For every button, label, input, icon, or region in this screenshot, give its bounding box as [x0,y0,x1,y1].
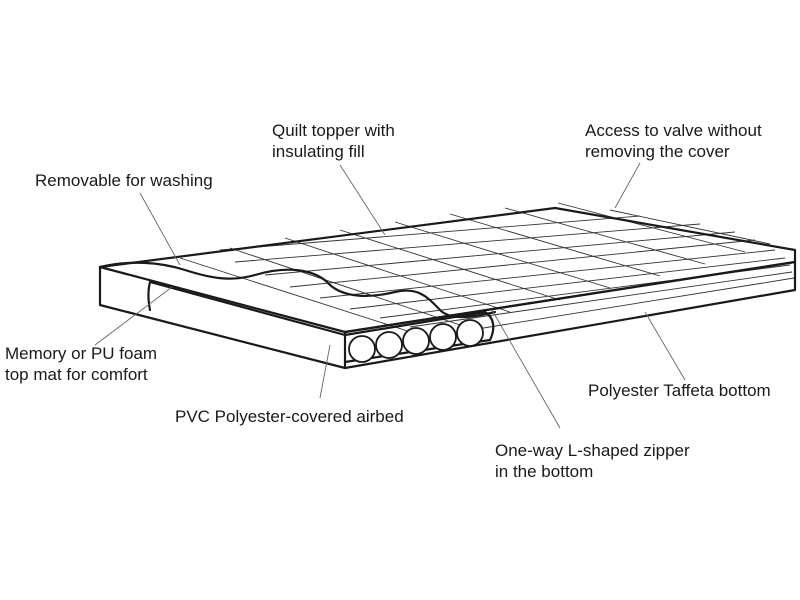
label-polyester-taffeta: Polyester Taffeta bottom [588,381,771,400]
label-memory-foam: Memory or PU foam top mat for comfort [5,344,158,384]
mattress-front-side [98,265,347,370]
mattress-right-side [343,260,797,370]
quilt-grid [179,202,795,336]
label-removable: Removable for washing [35,171,213,190]
topper-wavy-edge [98,261,497,319]
label-zipper: One-way L-shaped zipper in the bottom [495,441,690,481]
leader-lines [94,162,686,429]
mattress-top-outline [98,206,797,334]
label-pvc-airbed: PVC Polyester-covered airbed [175,407,404,426]
label-quilt-topper: Quilt topper with insulating fill [272,121,395,161]
air-tubes [348,319,484,363]
foam-layer-line [147,280,347,337]
label-valve-access: Access to valve without removing the cov… [585,121,762,161]
zipper-opening [343,310,495,364]
